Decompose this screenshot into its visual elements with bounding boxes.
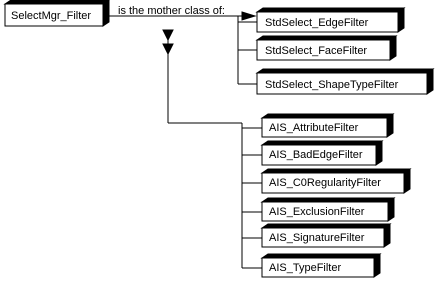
child-class-box: AIS_BadEdgeFilter — [260, 140, 384, 166]
root-box-top-face — [3, 0, 110, 5]
connector-lines — [109, 11, 262, 269]
child-class-label: AIS_C0RegularityFilter — [269, 177, 381, 189]
child-class-box: AIS_SignatureFilter — [260, 223, 392, 248]
child-class-box: AIS_TypeFilter — [260, 253, 382, 278]
child-class-label: StdSelect_FaceFilter — [265, 45, 367, 57]
child-class-box: AIS_AttributeFilter — [260, 113, 395, 138]
child-class-box: AIS_ExclusionFilter — [260, 197, 396, 222]
child-class-label: AIS_TypeFilter — [269, 262, 341, 274]
child-class-label: AIS_SignatureFilter — [269, 232, 365, 244]
child-class-label: StdSelect_EdgeFilter — [265, 17, 369, 29]
child-class-box: StdSelect_ShapeTypeFilter — [255, 68, 435, 95]
trunk-arrowhead-upper — [162, 29, 174, 42]
child-class-box: StdSelect_FaceFilter — [255, 35, 398, 61]
child-class-label: StdSelect_ShapeTypeFilter — [265, 79, 399, 91]
root-arrowhead — [241, 11, 257, 21]
child-class-label: AIS_AttributeFilter — [269, 122, 359, 134]
root-class-box: SelectMgr_Filter — [3, 0, 110, 27]
trunk-arrowhead-lower — [162, 43, 174, 56]
root-box-side-face — [102, 0, 110, 27]
child-class-box: StdSelect_EdgeFilter — [255, 7, 406, 33]
child-class-box: AIS_C0RegularityFilter — [260, 168, 412, 194]
child-class-label: AIS_ExclusionFilter — [269, 206, 365, 218]
root-class-label: SelectMgr_Filter — [11, 10, 91, 22]
relation-caption: is the mother class of: — [118, 5, 225, 17]
child-class-label: AIS_BadEdgeFilter — [269, 149, 363, 161]
root-box-front — [4, 3, 104, 27]
